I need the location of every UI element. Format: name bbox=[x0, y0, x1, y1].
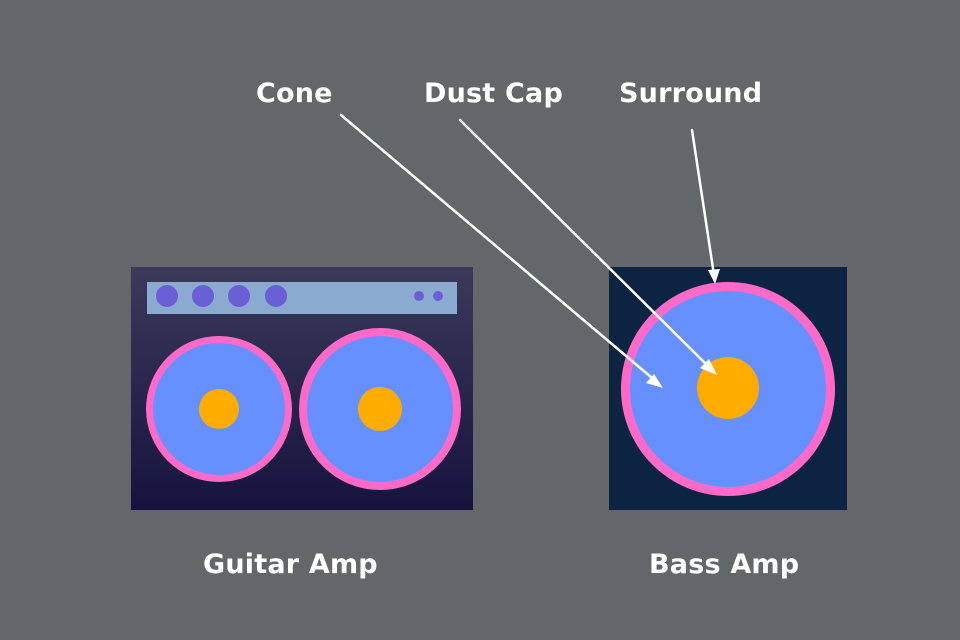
cone-label: Cone bbox=[256, 78, 333, 109]
guitar-speaker-right bbox=[299, 328, 461, 490]
speaker-dust-cap bbox=[199, 389, 239, 429]
guitar-amp-label: Guitar Amp bbox=[203, 549, 378, 580]
arrows bbox=[339, 113, 720, 388]
bass-amp-label: Bass Amp bbox=[649, 549, 800, 580]
surround-label: Surround bbox=[619, 78, 763, 109]
knob-3 bbox=[228, 285, 250, 307]
bass-speaker bbox=[621, 282, 835, 496]
dust-cap-arrow-icon bbox=[458, 118, 717, 375]
indicator-light-1 bbox=[414, 291, 424, 301]
knob-4 bbox=[265, 285, 287, 307]
indicator-light-2 bbox=[433, 291, 443, 301]
knob-1 bbox=[156, 285, 178, 307]
knob-2 bbox=[192, 285, 214, 307]
speaker-dust-cap bbox=[358, 387, 402, 431]
surround-arrow-icon bbox=[690, 128, 720, 284]
guitar-speaker-left bbox=[146, 336, 292, 482]
guitar-amp bbox=[131, 267, 473, 510]
dust-cap-label: Dust Cap bbox=[424, 78, 563, 109]
cone-arrow-icon bbox=[339, 113, 663, 388]
